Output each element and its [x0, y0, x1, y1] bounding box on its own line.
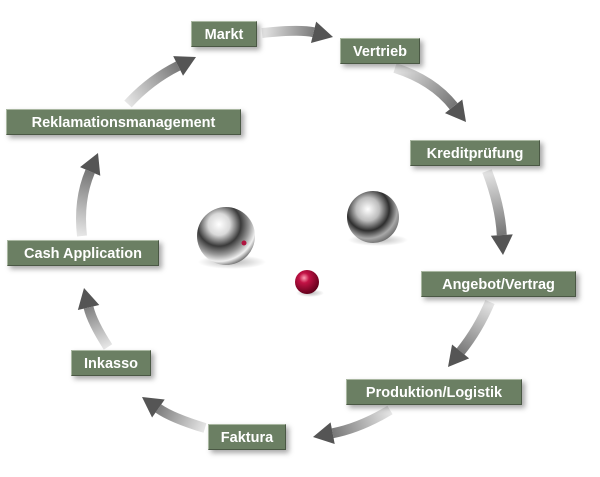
flow-arrow-shaft	[124, 61, 181, 108]
flow-arrow-head	[142, 397, 165, 418]
flow-arrow-shaft	[456, 300, 495, 355]
flow-arrow-head	[490, 234, 513, 255]
node-markt[interactable]: Markt	[191, 21, 257, 47]
flow-arrow-head	[448, 344, 470, 367]
node-cash-application[interactable]: Cash Application	[7, 240, 159, 266]
flow-arrow-shaft	[83, 306, 113, 350]
node-faktura[interactable]: Faktura	[208, 424, 286, 450]
flow-arrow-shaft	[482, 169, 507, 236]
node-inkasso[interactable]: Inkasso	[71, 350, 151, 376]
node-reklamationsmanagement[interactable]: Reklamationsmanagement	[6, 109, 241, 135]
node-angebot-vertrag[interactable]: Angebot/Vertrag	[421, 271, 576, 297]
chrome-ball-left	[197, 207, 255, 265]
red-reflection	[241, 240, 247, 246]
node-kreditpruefung[interactable]: Kreditprüfung	[410, 140, 540, 166]
chrome-ball-right	[347, 191, 399, 243]
flow-arrow-shaft	[331, 405, 393, 439]
flow-arrow-shaft	[261, 25, 315, 38]
flow-arrow-shaft	[155, 404, 207, 433]
flow-arrow-head	[80, 153, 101, 176]
flow-arrow-head	[77, 288, 100, 310]
node-vertrieb[interactable]: Vertrieb	[340, 38, 420, 64]
flow-arrow-head	[310, 21, 333, 43]
red-jack-ball	[295, 270, 319, 294]
flow-arrow-head	[313, 422, 335, 445]
flow-arrow-shaft	[393, 63, 458, 110]
flow-arrow-head	[444, 99, 466, 122]
node-produktion-logistik[interactable]: Produktion/Logistik	[346, 379, 522, 405]
flow-arrow-shaft	[76, 169, 95, 237]
flow-arrow-head	[173, 56, 196, 76]
